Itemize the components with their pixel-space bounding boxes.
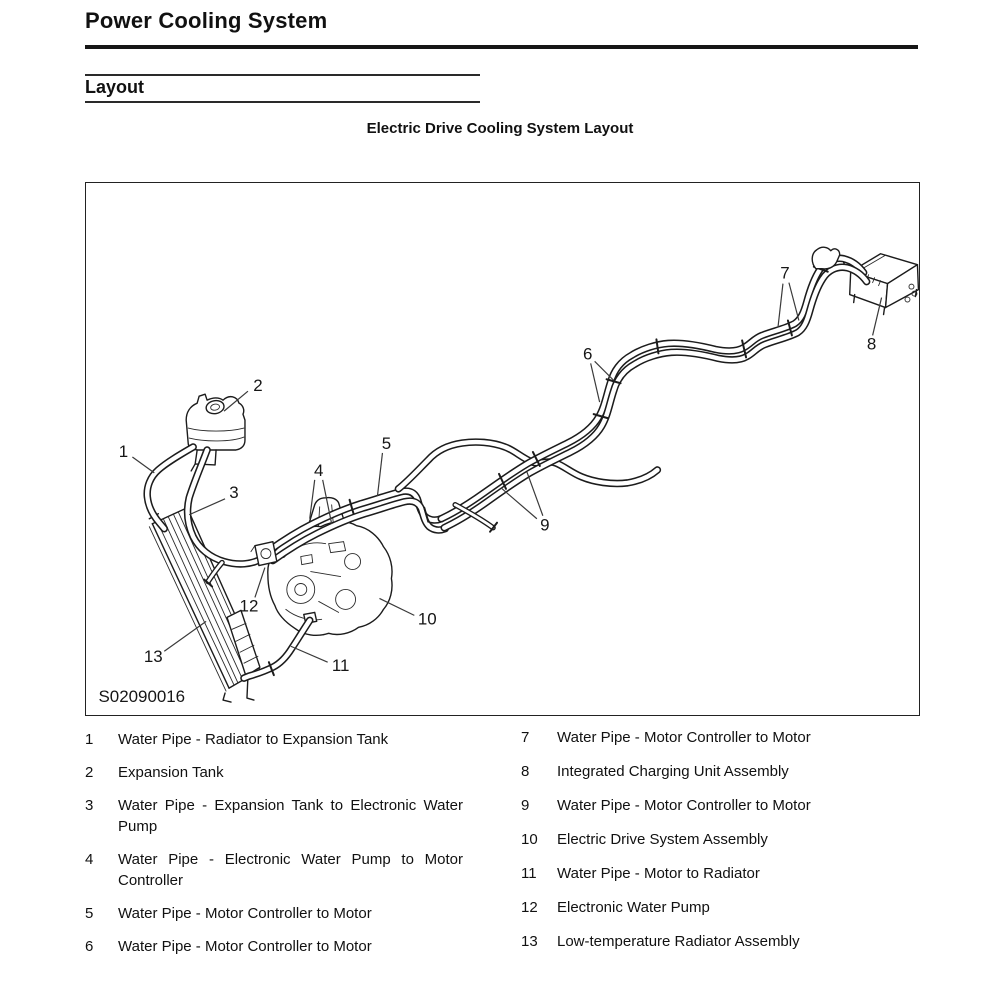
legend-item-6: 6 Water Pipe - Motor Controller to Motor [85,936,465,957]
callout-leader-line [526,471,544,516]
callout-leader-line [379,597,415,616]
legend-item-number: 10 [521,831,538,848]
legend-item-label: Water Pipe - Electronic Water Pump to Mo… [118,851,463,889]
legend-item-label: Integrated Charging Unit Assembly [557,763,789,780]
legend-item-2: 2 Expansion Tank [85,762,465,783]
callout-leader-line [290,645,328,663]
legend-item-label: Water Pipe - Motor to Radiator [557,865,760,882]
callout-leader-line [788,282,800,321]
legend-item-7: 7 Water Pipe - Motor Controller to Motor [521,727,861,748]
electric-drive-assembly-illustration [267,521,393,637]
legend-item-label: Water Pipe - Motor Controller to Motor [118,938,372,955]
charging-unit-illustration [843,253,919,316]
pipe-bracket [811,246,841,270]
callout-leader-line [500,487,538,520]
legend-item-number: 7 [521,729,530,746]
callout-leader-line [590,363,601,403]
legend-item-8: 8 Integrated Charging Unit Assembly [521,761,861,782]
legend-item-11: 11 Water Pipe - Motor to Radiator [521,863,861,884]
callout-8: 8 [867,334,876,353]
legend-item-5: 5 Water Pipe - Motor Controller to Motor [85,903,465,924]
page-title: Power Cooling System [85,8,328,33]
legend-item-3: 3 Water Pipe - Expansion Tank to Electron… [85,795,465,837]
callout-leader-line [163,620,207,652]
water-pump-illustration [250,540,278,567]
legend-item-number: 8 [521,763,530,780]
legend-item-number: 4 [85,851,94,868]
callout-leader-line [254,567,266,598]
legend-item-number: 12 [521,899,538,916]
legend-item-label: Water Pipe - Motor Controller to Motor [118,905,372,922]
callout-4: 4 [314,461,323,480]
legend-item-number: 11 [521,865,537,882]
legend-item-number: 3 [85,797,94,814]
callout-leader-line [223,390,249,412]
callout-leader-line [872,297,883,336]
callout-13: 13 [144,647,163,666]
legend-item-label: Expansion Tank [118,764,224,781]
callout-7: 7 [780,264,789,283]
legend-item-9: 9 Water Pipe - Motor Controller to Motor [521,795,861,816]
callout-leader-line [594,360,615,381]
pipe-clamps [203,246,841,677]
legend-item-4: 4 Water Pipe - Electronic Water Pump to M… [85,849,465,891]
legend-item-label: Water Pipe - Radiator to Expansion Tank [118,731,389,748]
figure-caption: Electric Drive Cooling System Layout [366,120,634,137]
callout-6: 6 [583,344,592,363]
callout-leader-line [132,456,155,474]
callout-leader-line [777,283,784,328]
legend-item-label: Water Pipe - Expansion Tank to Electroni… [118,797,463,835]
callout-leader-line [376,452,384,496]
expansion-tank-illustration [185,393,246,472]
legend-item-label: Water Pipe - Motor Controller to Motor [557,797,811,814]
legend-item-number: 6 [85,938,94,955]
callout-9: 9 [540,516,549,535]
section-heading: Layout [85,77,145,97]
callout-leader-line [188,498,226,516]
legend-item-label: Electronic Water Pump [557,899,710,916]
legend-item-number: 2 [85,764,94,781]
callout-5: 5 [382,434,391,453]
title-rule [85,45,918,49]
legend-item-12: 12 Electronic Water Pump [521,897,861,918]
legend-item-10: 10 Electric Drive System Assembly [521,829,861,850]
legend-item-number: 13 [521,933,538,950]
section-rule-top [85,74,480,76]
callout-10: 10 [418,609,437,628]
callout-2: 2 [253,376,262,395]
legend-item-number: 1 [85,731,94,748]
legend-item-number: 9 [521,797,530,814]
callout-12: 12 [240,596,259,615]
legend-item-number: 5 [85,905,94,922]
legend-item-label: Electric Drive System Assembly [557,831,768,848]
callout-11: 11 [332,656,350,675]
legend-item-1: 1 Water Pipe - Radiator to Expansion Tank [85,729,465,750]
callout-1: 1 [119,442,128,461]
section-rule-bottom [85,101,480,103]
legend-item-13: 13 Low-temperature Radiator Assembly [521,931,861,952]
legend-item-label: Low-temperature Radiator Assembly [557,933,800,950]
figure-id: S02090016 [99,687,186,706]
callout-3: 3 [229,483,238,502]
callout-leader-line [309,479,316,519]
callout-leader-line [322,479,333,524]
water-pipes [143,254,871,682]
legend-item-label: Water Pipe - Motor Controller to Motor [557,729,811,746]
legend-column-left: 1 Water Pipe - Radiator to Expansion Tank… [85,729,465,969]
